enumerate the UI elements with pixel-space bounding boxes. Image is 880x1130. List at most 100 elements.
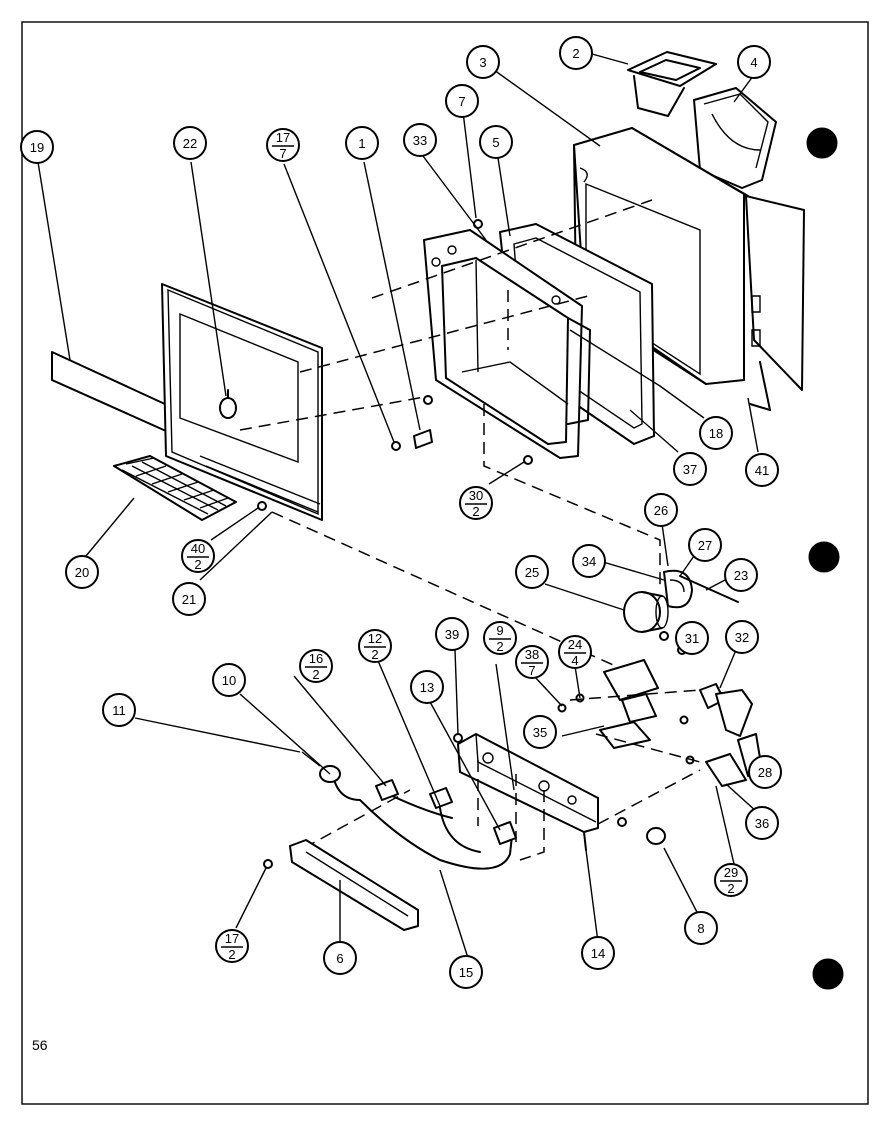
callout-number: 13 — [420, 680, 434, 695]
callout-number: 25 — [525, 565, 539, 580]
callout-c38: 387 — [515, 645, 549, 679]
callout-number: 19 — [30, 140, 44, 155]
callout-c32: 32 — [725, 620, 759, 654]
screw — [523, 455, 533, 465]
part-25-motor — [623, 591, 669, 633]
callout-bubble — [65, 555, 99, 589]
callout-bubble — [699, 416, 733, 450]
callout-c10: 10 — [212, 663, 246, 697]
callout-number: 39 — [445, 627, 459, 642]
callout-c28: 28 — [748, 755, 782, 789]
callout-c33: 33 — [403, 123, 437, 157]
callout-c14: 14 — [581, 936, 615, 970]
callout-quantity: 2 — [194, 557, 201, 572]
callout-bubble — [466, 45, 500, 79]
alignment-line — [597, 769, 701, 825]
screw — [391, 441, 401, 451]
callout-bubble — [725, 620, 759, 654]
page-number: 56 — [32, 1037, 48, 1053]
part-17-screw — [263, 859, 273, 869]
callout-c5: 5 — [479, 125, 513, 159]
binder-hole — [812, 958, 844, 990]
callout-bubble — [449, 955, 483, 989]
part-15-wire-harness — [301, 751, 517, 870]
callout-bubble — [745, 453, 779, 487]
callout-bubble — [745, 806, 779, 840]
callout-c27: 27 — [688, 528, 722, 562]
callout-quantity: 7 — [528, 663, 535, 678]
callout-number: 10 — [222, 673, 236, 688]
callout-number: 32 — [735, 630, 749, 645]
alignment-line — [271, 511, 621, 669]
screw — [257, 501, 267, 511]
alignment-line — [303, 789, 411, 849]
callout-bubble — [299, 649, 333, 683]
callout-c4: 4 — [737, 45, 771, 79]
callout-number: 41 — [755, 463, 769, 478]
callout-c17b: 172 — [215, 929, 249, 963]
callout-number: 4 — [750, 55, 757, 70]
callout-number: 36 — [755, 816, 769, 831]
alignment-line — [239, 395, 431, 431]
callout-number: 30 — [469, 488, 483, 503]
part-22-lamp — [219, 389, 237, 419]
callout-bubble — [688, 528, 722, 562]
callout-number: 37 — [683, 462, 697, 477]
screw — [659, 631, 669, 641]
callout-bubble — [358, 629, 392, 663]
callout-number: 29 — [724, 865, 738, 880]
callout-bubble — [102, 693, 136, 727]
callout-number: 8 — [697, 921, 704, 936]
callout-c11: 11 — [102, 693, 136, 727]
part-36-arm — [705, 753, 747, 787]
callout-bubble — [675, 621, 709, 655]
screw — [679, 715, 689, 725]
callout-number: 38 — [525, 647, 539, 662]
part-35-paddle — [599, 659, 659, 749]
callout-number: 17 — [225, 931, 239, 946]
callout-quantity: 2 — [371, 647, 378, 662]
callout-c34: 34 — [572, 544, 606, 578]
callout-number: 6 — [336, 951, 343, 966]
callout-c37: 37 — [673, 452, 707, 486]
page-border — [21, 21, 869, 1105]
callout-number: 22 — [183, 136, 197, 151]
callout-bubble — [20, 130, 54, 164]
callout-quantity: 7 — [279, 146, 286, 161]
callout-number: 5 — [492, 135, 499, 150]
callout-number: 27 — [698, 538, 712, 553]
part-20-grille — [113, 455, 237, 521]
callout-bubble — [215, 929, 249, 963]
callout-bubble — [737, 45, 771, 79]
part-8-ring — [646, 827, 666, 845]
callout-quantity: 4 — [571, 653, 578, 668]
part-34-coupler — [663, 569, 693, 609]
part-6-cover-plate — [289, 839, 419, 931]
callout-c2: 2 — [559, 36, 593, 70]
part-21-front-panel — [161, 283, 323, 521]
callout-number: 18 — [709, 426, 723, 441]
binder-hole — [806, 127, 838, 159]
callout-c8: 8 — [684, 911, 718, 945]
callout-number: 11 — [112, 703, 126, 718]
callout-bubble — [323, 941, 357, 975]
callout-number: 34 — [582, 554, 596, 569]
callout-c26: 26 — [644, 493, 678, 527]
callout-number: 33 — [413, 133, 427, 148]
callout-quantity: 2 — [312, 667, 319, 682]
part-32-actuator — [699, 683, 753, 737]
callout-number: 23 — [734, 568, 748, 583]
callout-bubble — [266, 128, 300, 162]
callout-bubble — [445, 84, 479, 118]
callout-bubble — [684, 911, 718, 945]
callout-bubble — [558, 635, 592, 669]
callout-number: 9 — [496, 623, 503, 638]
callout-bubble — [724, 558, 758, 592]
alignment-line — [299, 295, 589, 373]
callout-bubble — [181, 539, 215, 573]
callout-c23: 23 — [724, 558, 758, 592]
callout-c6: 6 — [323, 941, 357, 975]
callout-bubble — [212, 663, 246, 697]
callout-bubble — [673, 452, 707, 486]
callout-bubble — [714, 863, 748, 897]
